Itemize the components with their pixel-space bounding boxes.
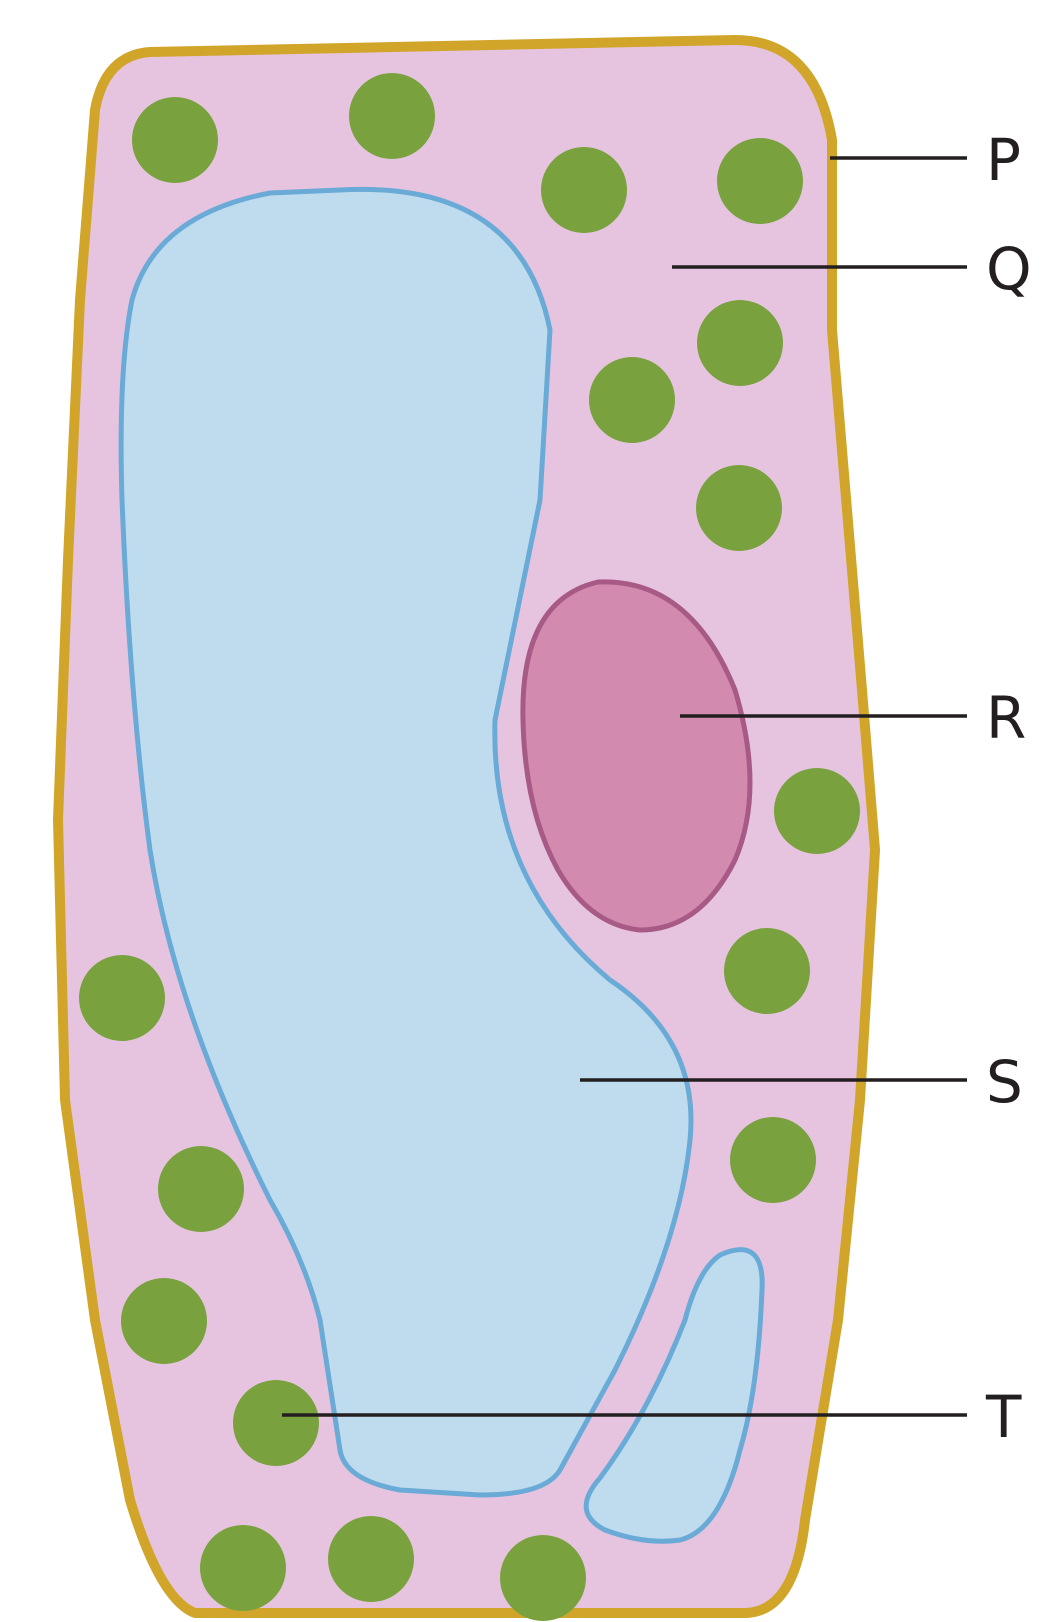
chloroplast: [79, 955, 165, 1041]
chloroplast: [200, 1525, 286, 1611]
chloroplast: [730, 1117, 816, 1203]
label-p: P: [986, 126, 1021, 194]
label-q: Q: [986, 235, 1032, 303]
label-s: S: [986, 1048, 1023, 1116]
chloroplast: [724, 928, 810, 1014]
chloroplast: [697, 300, 783, 386]
chloroplast: [541, 147, 627, 233]
chloroplast: [158, 1146, 244, 1232]
chloroplast: [121, 1278, 207, 1364]
chloroplast: [349, 73, 435, 159]
nucleus: [520, 579, 753, 933]
chloroplast: [717, 138, 803, 224]
label-r: R: [986, 684, 1026, 752]
chloroplast: [500, 1535, 586, 1621]
labels: P Q R S T: [985, 126, 1032, 1451]
chloroplast: [328, 1516, 414, 1602]
chloroplast: [589, 357, 675, 443]
vacuole-small: [583, 1247, 765, 1544]
chloroplast: [132, 97, 218, 183]
chloroplast-group: [79, 73, 860, 1621]
chloroplast: [696, 465, 782, 551]
vacuole-large: [118, 186, 694, 1498]
chloroplast: [233, 1380, 319, 1466]
chloroplast: [774, 768, 860, 854]
label-t: T: [985, 1383, 1022, 1451]
leader-lines: [282, 156, 967, 1417]
